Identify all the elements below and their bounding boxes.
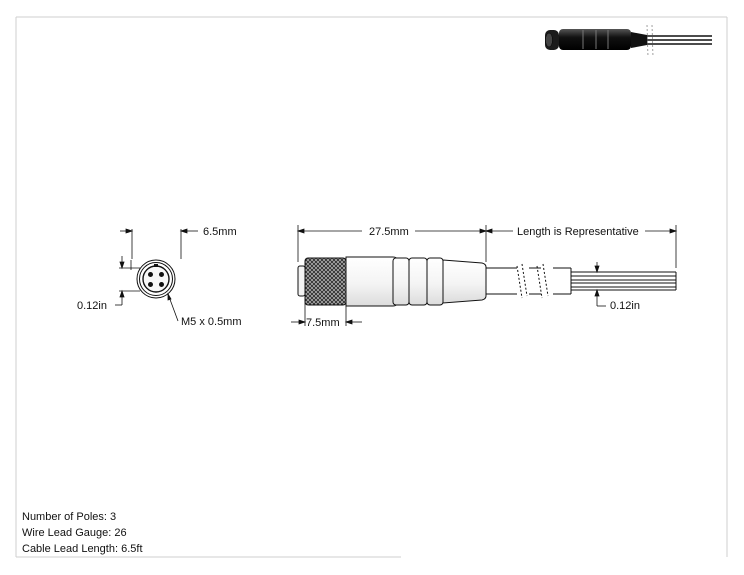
molded-body	[345, 256, 398, 307]
isometric-preview-image	[545, 24, 712, 58]
spec-number-of-poles: Number of Poles: 3	[22, 511, 117, 523]
connector-nose	[297, 265, 306, 297]
drawing-border	[15, 16, 728, 558]
grip-ring-1	[392, 257, 410, 306]
knurled-coupling-nut	[304, 257, 347, 306]
cable-break-mark-1	[516, 263, 528, 299]
grip-ring-3	[426, 257, 444, 306]
dimension-thread: M5 x 0.5mm	[181, 316, 242, 328]
dimension-pin-spacing-left: 0.12in	[77, 300, 107, 312]
grip-ring-2	[408, 257, 428, 306]
cable-break-mark-2	[536, 263, 549, 299]
pin-3	[148, 282, 153, 287]
spec-wire-lead-gauge: Wire Lead Gauge: 26	[22, 527, 127, 539]
dimension-body-length: 27.5mm	[369, 226, 409, 238]
strain-relief	[442, 259, 487, 304]
spec-cable-lead-length: Cable Lead Length: 6.5ft	[22, 543, 143, 555]
front-view	[136, 259, 176, 299]
pin-2	[159, 272, 164, 277]
dimension-face-diameter: 6.5mm	[203, 226, 237, 238]
specifications-block: Number of Poles: 3 Wire Lead Gauge: 26 C…	[22, 509, 143, 557]
pin-1	[148, 272, 153, 277]
pin-4	[159, 282, 164, 287]
side-view-dimension-lines	[291, 225, 678, 326]
dimension-knurl-length: 7.5mm	[306, 317, 340, 329]
dimension-wire-spacing: 0.12in	[610, 300, 640, 312]
side-view-connector	[297, 256, 677, 307]
dimension-length-note: Length is Representative	[517, 226, 639, 238]
front-view-dimension-lines	[115, 228, 198, 322]
